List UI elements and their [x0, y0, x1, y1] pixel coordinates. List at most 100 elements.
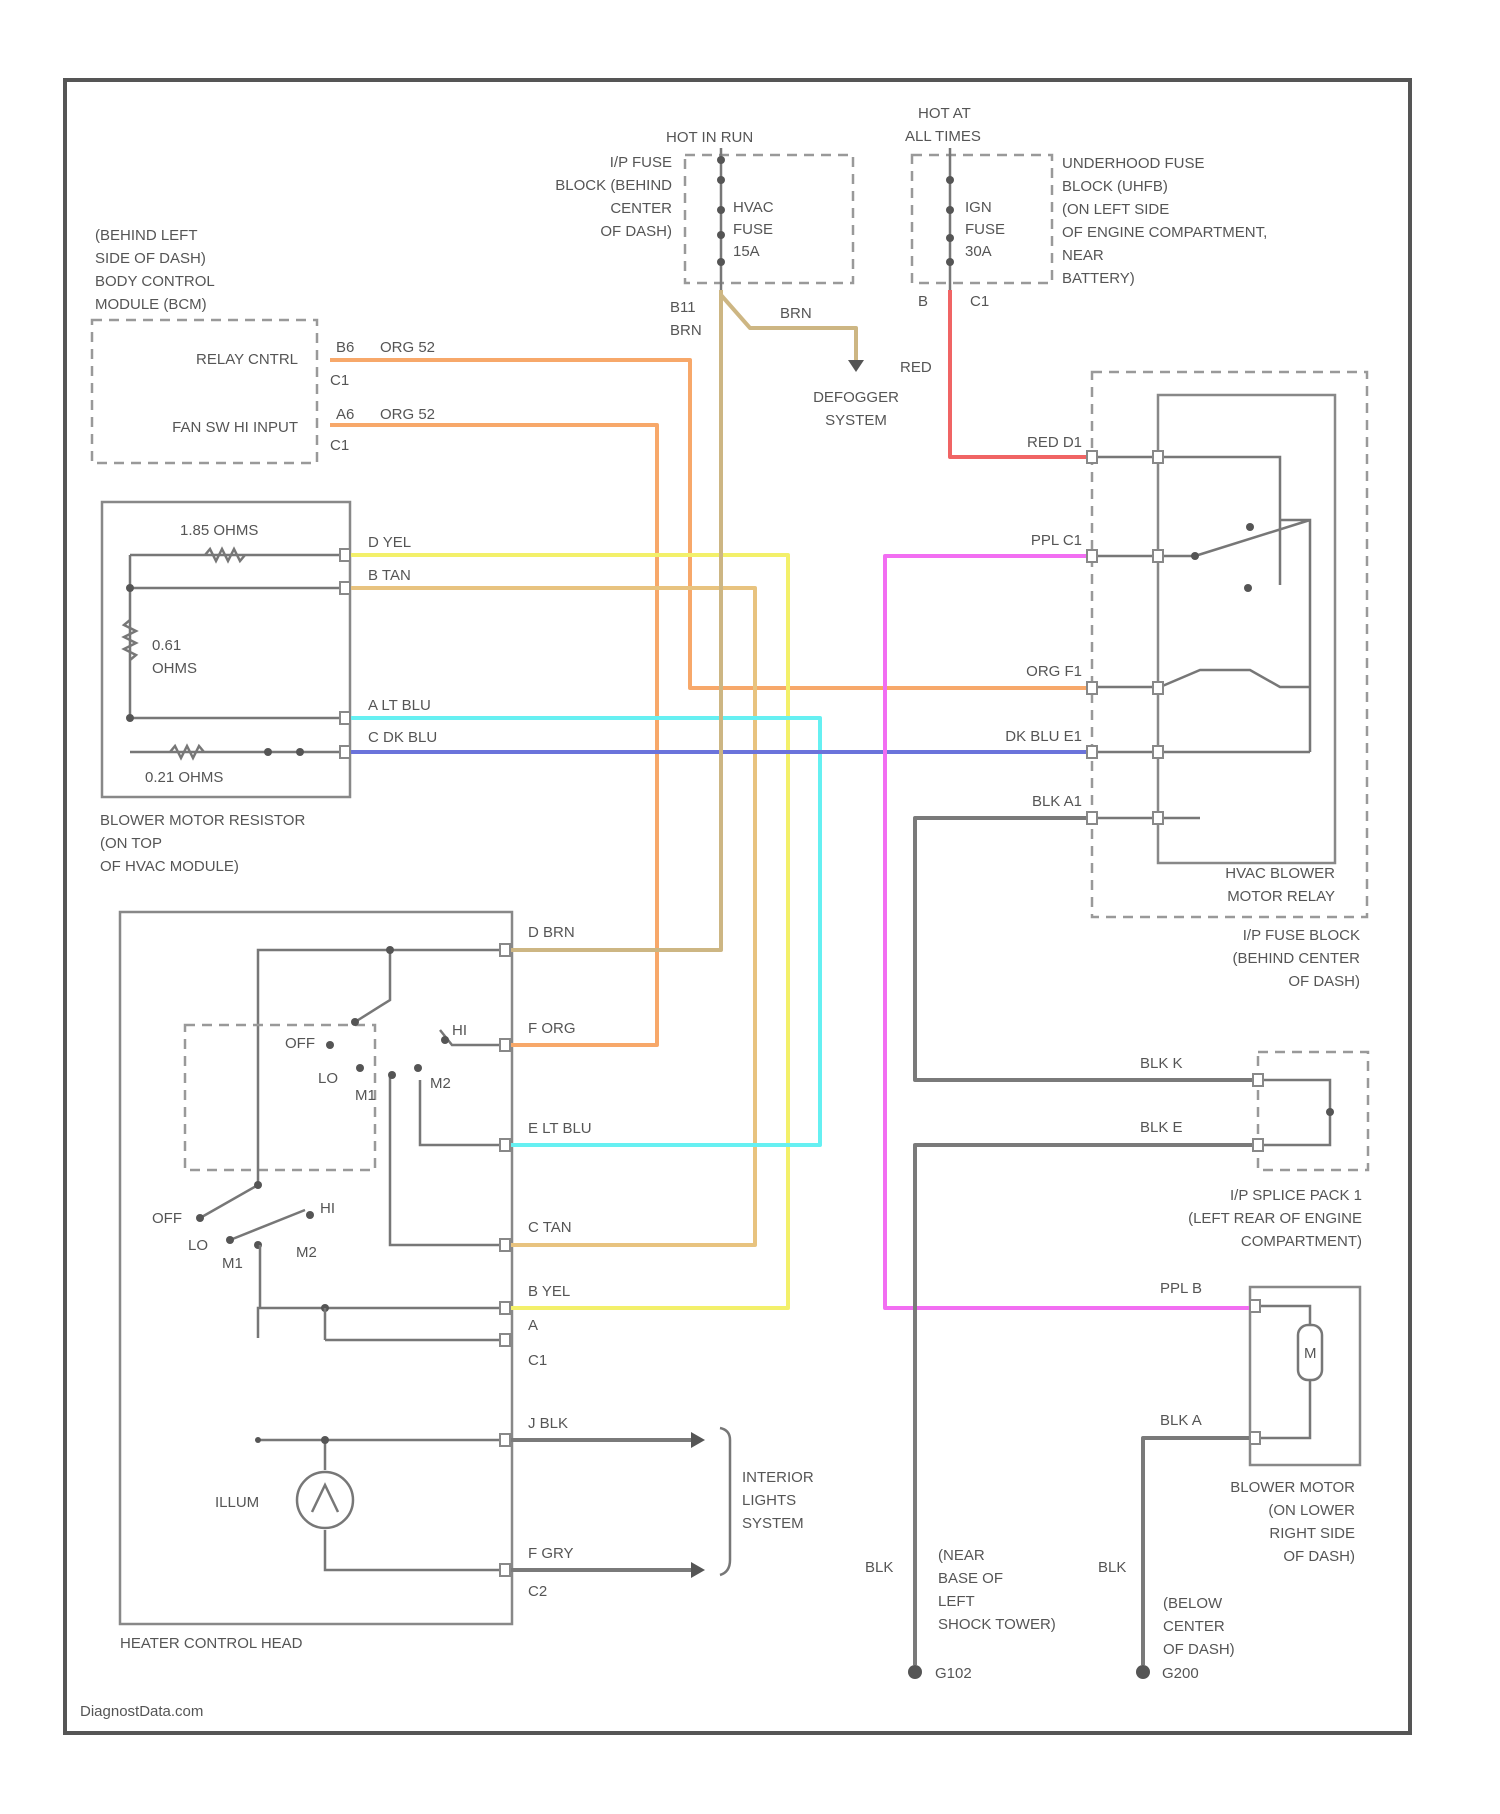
relay-org-f1: ORG F1: [1026, 663, 1082, 680]
underhood-fuse-line5: NEAR: [1062, 247, 1104, 264]
ground1-blk: BLK: [865, 1559, 893, 1576]
connector-terminal: [500, 1434, 510, 1446]
underhood-fuse-line1: UNDERHOOD FUSE: [1062, 155, 1205, 172]
wire-org-label-1: ORG 52: [380, 339, 435, 356]
bcm-pin-b6: B6: [336, 339, 354, 356]
relay-block-line1: I/P FUSE BLOCK: [1243, 927, 1360, 944]
ground1-loc4: SHOCK TOWER): [938, 1616, 1056, 1633]
connector-terminal: [340, 582, 350, 594]
connector-terminal: [1253, 1074, 1263, 1086]
wire-black-a1: [915, 818, 1258, 1080]
pin-c1-label: C1: [970, 293, 989, 310]
diagram-border: [65, 80, 1410, 1733]
ground-g102-icon: [908, 1665, 922, 1679]
relay-red-d1: RED D1: [1027, 434, 1082, 451]
resistor-line2: (ON TOP: [100, 835, 162, 852]
res-pin-d-yel: D YEL: [368, 534, 411, 551]
interior-lights-system: INTERIOR LIGHTS SYSTEM: [720, 1428, 814, 1575]
connector-terminal: [500, 944, 510, 956]
defogger-line2: SYSTEM: [825, 412, 887, 429]
red-wire-label: RED: [900, 359, 932, 376]
hch-pin-f-org: F ORG: [528, 1020, 576, 1037]
ohms-185-label: 1.85 OHMS: [180, 522, 258, 539]
blower-motor-line4: OF DASH): [1283, 1548, 1355, 1565]
g102-label: G102: [935, 1665, 972, 1682]
ip-fuse-block-line2: BLOCK (BEHIND: [555, 177, 672, 194]
hch-pin-j-blk: J BLK: [528, 1415, 568, 1432]
hch-name: HEATER CONTROL HEAD: [120, 1635, 303, 1652]
hch-pin-d-brn: D BRN: [528, 924, 575, 941]
illum-lamp-icon: [297, 1472, 353, 1528]
hvac-fuse-line2: FUSE: [733, 221, 773, 238]
connector-terminal: [500, 1564, 510, 1576]
relay-cntrl-label: RELAY CNTRL: [196, 351, 298, 368]
connector-terminal: [1253, 1139, 1263, 1151]
g200-label: G200: [1162, 1665, 1199, 1682]
connector-terminal: [1153, 682, 1163, 694]
bcm-conn-c1-b: C1: [330, 437, 349, 454]
interior-arrow-2-icon: [691, 1562, 705, 1578]
underhood-fuse-line3: (ON LEFT SIDE: [1062, 201, 1169, 218]
ip-fuse-block-line3: CENTER: [610, 200, 672, 217]
ground2-loc2: CENTER: [1163, 1618, 1225, 1635]
underhood-fuse-line2: BLOCK (UHFB): [1062, 178, 1168, 195]
connector-terminal: [1153, 451, 1163, 463]
defogger-arrow-icon: [848, 360, 864, 372]
hvac-fuse-line3: 15A: [733, 243, 760, 260]
connector-terminal: [340, 746, 350, 758]
hch-pin-f-gry: F GRY: [528, 1545, 574, 1562]
connector-terminal: [500, 1239, 510, 1251]
terminals: [340, 451, 1263, 1576]
sw2-hi: HI: [320, 1200, 335, 1217]
connector-terminal: [1250, 1300, 1260, 1312]
relay-block-line3: OF DASH): [1288, 973, 1360, 990]
underhood-fuse-block: HOT AT ALL TIMES IGN FUSE 30A UNDERHOOD …: [905, 105, 1267, 310]
connector-terminal: [1087, 812, 1097, 824]
wire-orange-relay-ctrl: [330, 360, 1092, 688]
connector-terminal: [1087, 682, 1097, 694]
wire-red: [950, 290, 1092, 457]
splice-line1: I/P SPLICE PACK 1: [1230, 1187, 1362, 1204]
bcm-line1: (BEHIND LEFT: [95, 227, 198, 244]
connector-terminal: [1153, 812, 1163, 824]
defogger-line1: DEFOGGER: [813, 389, 899, 406]
connector-terminal: [1087, 451, 1097, 463]
ip-fuse-block-hvac: HOT IN RUN I/P FUSE BLOCK (BEHIND CENTER…: [555, 129, 853, 290]
hch-pin-c-tan: C TAN: [528, 1219, 572, 1236]
ohms-061-line1: 0.61: [152, 637, 181, 654]
ign-fuse-line2: FUSE: [965, 221, 1005, 238]
sw2-lo: LO: [188, 1237, 208, 1254]
relay-ppl-c1: PPL C1: [1031, 532, 1082, 549]
ground1-loc1: (NEAR: [938, 1547, 985, 1564]
motor-m-label: M: [1304, 1345, 1317, 1362]
relay-blk-a1: BLK A1: [1032, 793, 1082, 810]
connector-terminal: [500, 1139, 510, 1151]
hch-pin-a: A: [528, 1317, 538, 1334]
hot-at-all-times-line1: HOT AT: [918, 105, 971, 122]
connector-terminal: [1153, 550, 1163, 562]
ground2-loc1: (BELOW: [1163, 1595, 1223, 1612]
blower-motor: M PPL B BLK A BLOWER MOTOR (ON LOWER RIG…: [1160, 1280, 1360, 1565]
sw2-off: OFF: [152, 1210, 182, 1227]
fan-sw-hi-input-label: FAN SW HI INPUT: [172, 419, 298, 436]
hch-conn-c1: C1: [528, 1352, 547, 1369]
underhood-fuse-line6: BATTERY): [1062, 270, 1135, 287]
connector-terminal: [500, 1334, 510, 1346]
sw2-m1: M1: [222, 1255, 243, 1272]
pin-b-label: B: [918, 293, 928, 310]
watermark: DiagnostData.com: [80, 1703, 203, 1720]
interior-lights-line2: LIGHTS: [742, 1492, 796, 1509]
ground2-loc3: OF DASH): [1163, 1641, 1235, 1658]
bcm-line3: BODY CONTROL: [95, 273, 215, 290]
connector-terminal: [340, 549, 350, 561]
ground-g200-icon: [1136, 1665, 1150, 1679]
connector-terminal: [1087, 550, 1097, 562]
interior-lights-line3: SYSTEM: [742, 1515, 804, 1532]
underhood-fuse-line4: OF ENGINE COMPARTMENT,: [1062, 224, 1267, 241]
interior-lights-line1: INTERIOR: [742, 1469, 814, 1486]
res-pin-a-ltblu: A LT BLU: [368, 697, 431, 714]
hvac-fuse-line1: HVAC: [733, 199, 774, 216]
blower-motor-line3: RIGHT SIDE: [1269, 1525, 1355, 1542]
hot-at-all-times-line2: ALL TIMES: [905, 128, 981, 145]
